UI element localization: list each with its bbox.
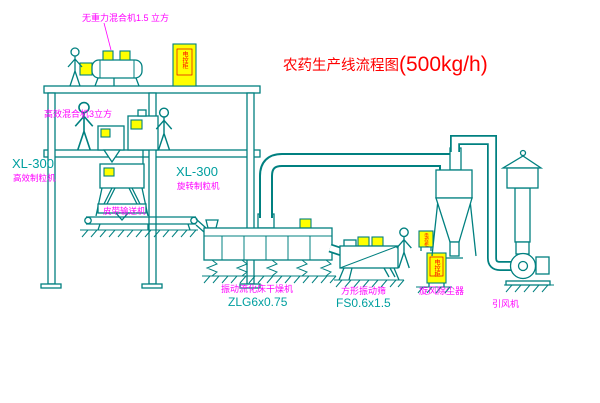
vibrating-screen-drawing bbox=[338, 236, 400, 281]
cabinet-label: 电控柜 bbox=[181, 50, 188, 70]
ground-hatch-cabinets bbox=[416, 286, 452, 294]
label-floor-mixer: 高效混合机3立方 bbox=[44, 108, 112, 119]
cabinet-label: 电控柜 bbox=[424, 232, 430, 248]
ground-hatch-conveyor bbox=[80, 229, 198, 238]
fluid-bed-dryer-drawing bbox=[203, 213, 333, 277]
label-belt-conveyor: 皮带输送机 bbox=[103, 206, 146, 216]
label-screen-name: 方形振动筛 bbox=[341, 285, 386, 296]
label-leader-line bbox=[103, 22, 112, 51]
diagram-title: 农药生产线流程图(500kg/h) bbox=[283, 53, 488, 76]
cyclone-outlet-pipe bbox=[450, 135, 513, 271]
label-granulator-center-model: XL-300 bbox=[176, 164, 218, 179]
label-granulator-left-name: 高效制粒机 bbox=[13, 173, 56, 183]
label-cyclone-name: 旋风除尘器 bbox=[419, 285, 464, 296]
ground-hatch-dryer bbox=[202, 275, 337, 284]
induced-draft-fan-drawing bbox=[505, 241, 551, 286]
cabinet-label: 电控柜 bbox=[433, 258, 440, 278]
ground-hatch-fan bbox=[504, 284, 554, 293]
label-dryer-name: 振动流化床干燥机 bbox=[221, 283, 293, 294]
gravity-free-mixer-drawing bbox=[79, 50, 143, 87]
control-cabinet-top: 电控柜 bbox=[172, 43, 197, 87]
high-efficiency-mixer-drawing bbox=[97, 109, 159, 164]
label-top-mixer: 无重力混合机1.5 立方 bbox=[82, 12, 169, 23]
label-screen-model: FS0.6x1.5 bbox=[336, 296, 391, 310]
exhaust-duct bbox=[259, 153, 453, 218]
building-frame bbox=[40, 85, 261, 289]
control-cabinet-large: 电控柜 bbox=[426, 252, 447, 287]
control-cabinet-small: 电控柜 bbox=[418, 230, 434, 251]
ground-hatch-screen bbox=[334, 279, 405, 288]
rotary-granulator-drawing bbox=[95, 163, 149, 221]
label-granulator-left-model: XL-300 bbox=[12, 156, 54, 171]
belt-conveyor-drawing bbox=[84, 216, 207, 233]
exhaust-stack-drawing bbox=[500, 149, 544, 243]
label-dryer-model: ZLG6x0.75 bbox=[228, 295, 288, 309]
label-fan-name: 引风机 bbox=[492, 298, 519, 309]
label-granulator-center-name: 旋转制粒机 bbox=[177, 181, 220, 191]
